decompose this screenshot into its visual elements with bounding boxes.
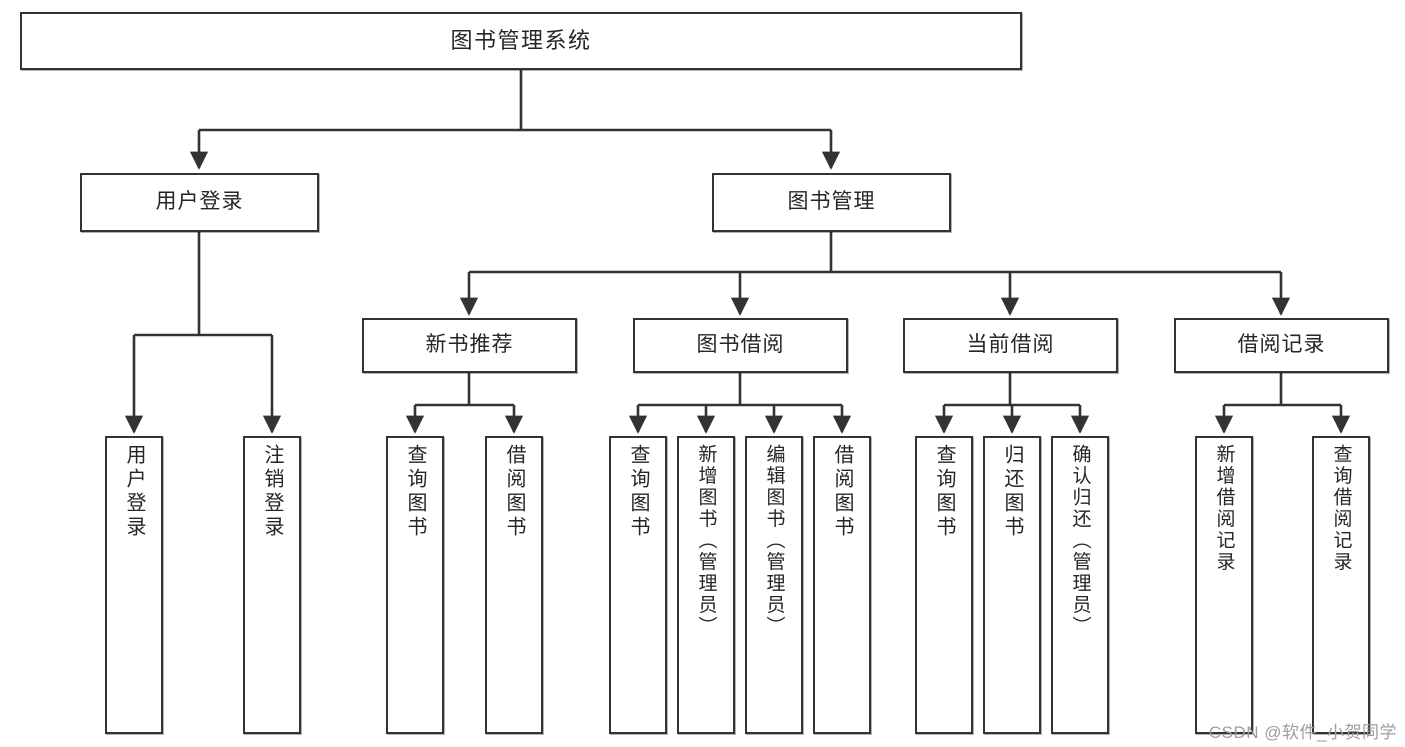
leaf-book-borrow-borrow[interactable]: 借阅图书	[813, 436, 871, 734]
leaf-user-login-logout[interactable]: 注销登录	[243, 436, 301, 734]
leaf-new-book-query[interactable]: 查询图书	[386, 436, 444, 734]
node-user-login[interactable]: 用户登录	[80, 173, 319, 232]
node-label: 查询图书	[933, 444, 955, 540]
node-book-management[interactable]: 图书管理	[712, 173, 951, 232]
node-label: 查询图书	[627, 444, 649, 540]
node-current-borrow[interactable]: 当前借阅	[903, 318, 1118, 373]
leaf-borrow-record-query[interactable]: 查询借阅记录	[1312, 436, 1370, 734]
node-label: 图书管理	[787, 190, 876, 214]
node-borrow-record[interactable]: 借阅记录	[1174, 318, 1389, 373]
node-label: 查询图书	[404, 444, 426, 540]
node-label: 新书推荐	[425, 333, 514, 357]
leaf-current-borrow-query[interactable]: 查询图书	[915, 436, 973, 734]
node-label: 借阅图书	[831, 444, 853, 540]
node-label: 借阅图书	[503, 444, 525, 540]
node-label: 图书管理系统	[450, 28, 592, 54]
node-label: 注销登录	[261, 444, 283, 540]
node-label: 用户登录	[155, 190, 244, 214]
leaf-user-login-login[interactable]: 用户登录	[105, 436, 163, 734]
node-label: 当前借阅	[966, 333, 1055, 357]
node-label: 新增图书（管理员）	[695, 444, 717, 638]
node-book-borrow[interactable]: 图书借阅	[633, 318, 848, 373]
node-new-book-recommend[interactable]: 新书推荐	[362, 318, 577, 373]
node-label: 用户登录	[123, 444, 145, 540]
node-label: 借阅记录	[1237, 333, 1326, 357]
node-root-system[interactable]: 图书管理系统	[20, 12, 1022, 70]
node-label: 新增借阅记录	[1213, 444, 1235, 573]
leaf-book-borrow-edit[interactable]: 编辑图书（管理员）	[745, 436, 803, 734]
leaf-book-borrow-query[interactable]: 查询图书	[609, 436, 667, 734]
leaf-current-borrow-return[interactable]: 归还图书	[983, 436, 1041, 734]
node-label: 查询借阅记录	[1330, 444, 1352, 573]
watermark-text: CSDN @软件_小贺同学	[1208, 723, 1397, 742]
node-label: 归还图书	[1001, 444, 1023, 540]
leaf-current-borrow-confirm-return[interactable]: 确认归还（管理员）	[1051, 436, 1109, 734]
leaf-book-borrow-add[interactable]: 新增图书（管理员）	[677, 436, 735, 734]
leaf-borrow-record-add[interactable]: 新增借阅记录	[1195, 436, 1253, 734]
node-label: 编辑图书（管理员）	[763, 444, 785, 638]
node-label: 图书借阅	[696, 333, 785, 357]
leaf-new-book-borrow[interactable]: 借阅图书	[485, 436, 543, 734]
node-label: 确认归还（管理员）	[1069, 444, 1091, 638]
